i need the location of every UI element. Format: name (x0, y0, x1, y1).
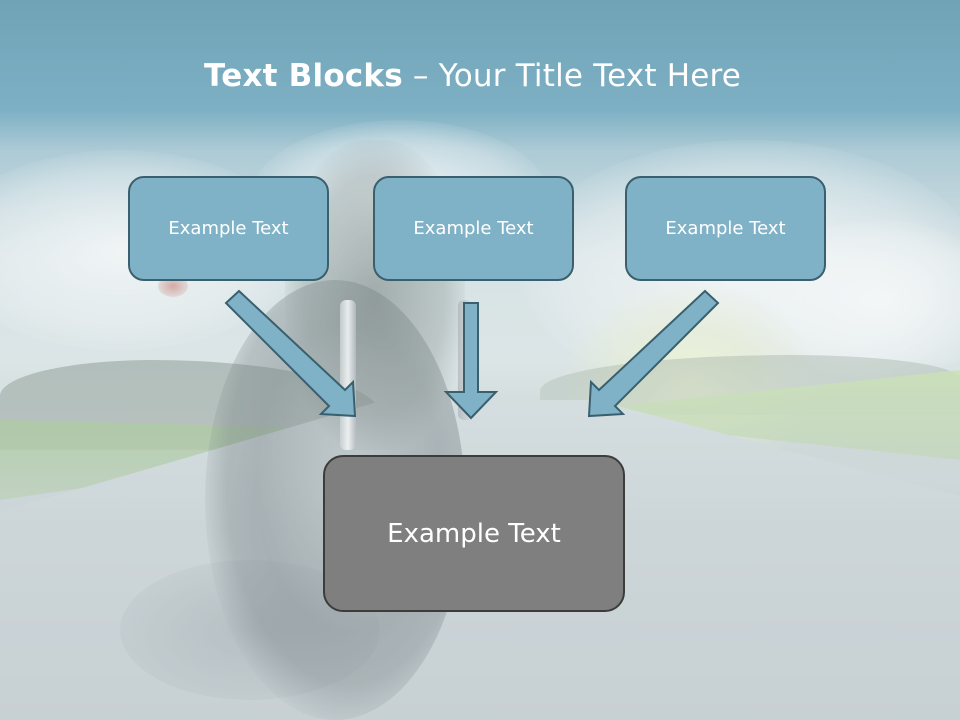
text-block-label: Example Text (665, 218, 786, 239)
text-block-1[interactable]: Example Text (128, 176, 329, 281)
text-block-2[interactable]: Example Text (373, 176, 574, 281)
title-rest: Your Title Text Here (438, 58, 742, 94)
title-bold: Text Blocks (204, 58, 403, 94)
arrow-down-icon (443, 302, 499, 420)
text-block-3[interactable]: Example Text (625, 176, 826, 281)
target-text-block[interactable]: Example Text (323, 455, 625, 612)
arrow-down-left-icon (587, 289, 720, 418)
text-block-label: Example Text (413, 218, 534, 239)
title-dash: – (412, 58, 429, 94)
arrow-down-right-icon (224, 289, 357, 418)
target-text-block-label: Example Text (387, 518, 561, 549)
text-block-label: Example Text (168, 218, 289, 239)
slide-title: Text Blocks – Your Title Text Here (204, 52, 741, 100)
